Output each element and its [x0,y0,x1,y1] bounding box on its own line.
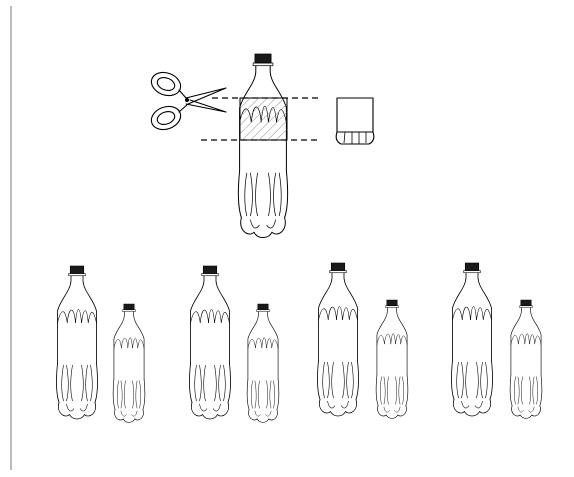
bottle-pair-4 [452,263,542,418]
bottle-large-icon [57,266,98,419]
bottle-pair-1 [57,266,145,422]
bottle-large-icon [452,263,493,416]
bottle-icon [238,54,287,238]
bottle-small-icon [247,304,279,422]
bottle-pair-3 [318,263,408,418]
bottle-pairs-row [57,263,542,422]
cutting-step [148,54,374,238]
scissors-icon [148,69,226,134]
bottle-small-icon [510,300,542,418]
bottle-pair-2 [190,266,279,422]
bottle-base-piece-icon [336,98,374,144]
bottle-small-icon [376,300,408,418]
bottle-large-icon [190,266,231,419]
bottle-large-icon [318,263,359,416]
removed-section [240,98,287,140]
bottle-small-icon [113,304,145,422]
